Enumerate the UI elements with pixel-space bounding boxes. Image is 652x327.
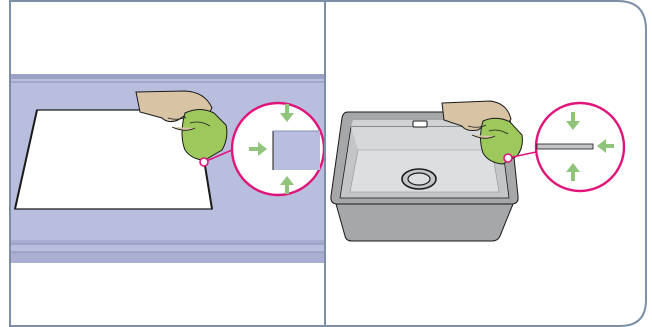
panel-countertop xyxy=(10,74,326,263)
frame-right-rounded xyxy=(617,0,647,327)
countertop-top-edge xyxy=(10,74,324,79)
zoom-rim-detail xyxy=(536,143,594,150)
cleaning-cloth-hand-icon xyxy=(441,100,523,165)
zoom-cutout-detail xyxy=(273,131,320,170)
cutout-left-edge xyxy=(14,109,38,210)
countertop-front-face xyxy=(10,252,324,263)
press-arrows-icon xyxy=(566,112,614,181)
press-arrows-icon xyxy=(249,104,294,194)
sink-back-wall xyxy=(351,127,500,150)
cleaning-cloth-hand-icon xyxy=(135,90,228,161)
overflow-slot xyxy=(412,120,428,128)
drain-inner xyxy=(407,172,431,186)
panel-sink xyxy=(330,100,626,242)
sink-front-face xyxy=(335,203,514,242)
zoom-circle-icon xyxy=(503,101,626,193)
panel-frame xyxy=(9,0,647,327)
countertop-front-edge xyxy=(10,240,324,244)
